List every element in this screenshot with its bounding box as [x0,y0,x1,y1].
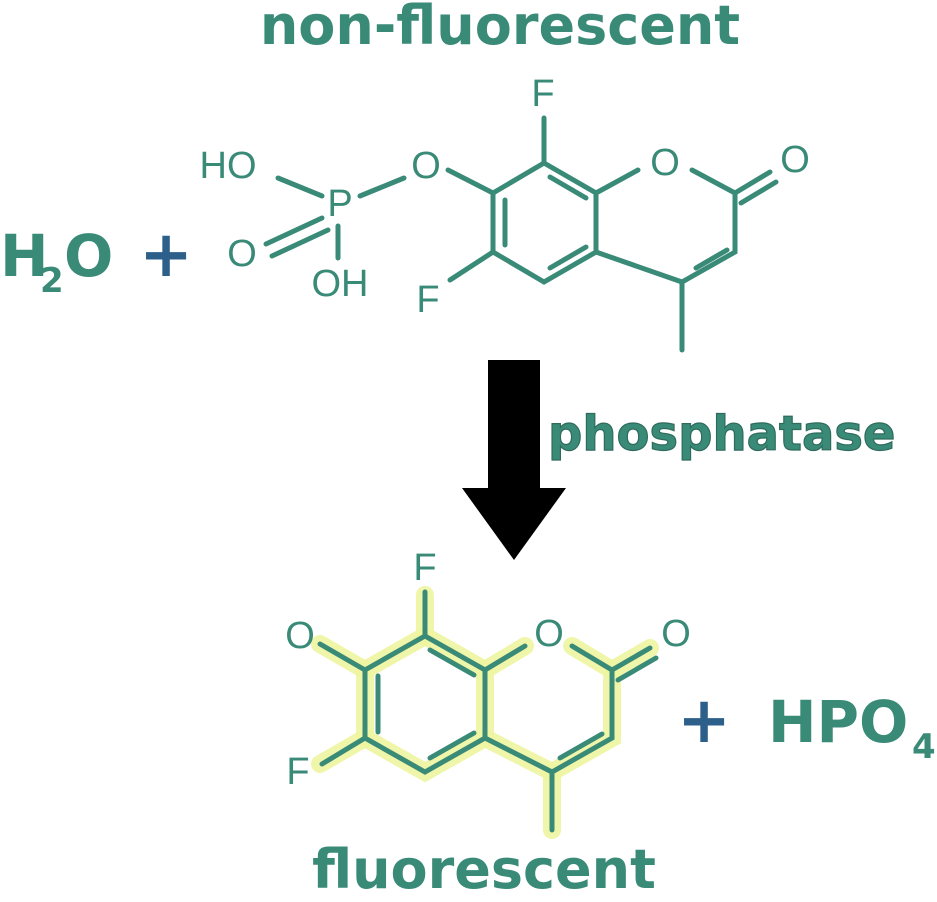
product-atom-o-carbonyl: O [661,613,691,655]
reactant-molecule: F O O O P HO OH O F [200,73,810,353]
plus-sign-right: + [677,684,731,758]
water-o: O [64,222,113,290]
product-atom-f-top: F [413,547,436,589]
atom-o-carbonyl: O [780,139,810,181]
phosphate-main: HPO [768,688,908,756]
phosphate-subscript: 4 [912,727,936,767]
atom-f-top: F [531,73,554,115]
water-reactant: H 2 O [0,222,113,301]
product-molecule: F O O O F [285,547,691,839]
atom-oh: OH [312,263,369,305]
product-atom-f-bottom: F [286,751,309,793]
atom-p: P [327,183,352,225]
plus-sign-left: + [139,218,193,292]
atom-ho: HO [200,145,257,187]
phosphate-product: HPO 4 [768,688,936,767]
atom-o-ring: O [650,142,680,184]
title-fluorescent: fluorescent [312,838,656,901]
atom-o-double: O [227,233,257,275]
atom-f-bottom: F [416,279,439,321]
atom-o-ester: O [411,145,441,187]
product-atom-o-ring: O [534,613,564,655]
water-subscript: 2 [40,261,64,301]
enzyme-label: phosphatase [548,406,895,462]
product-atom-o-phenol: O [285,615,315,657]
reaction-arrow [462,360,566,560]
title-non-fluorescent: non-fluorescent [260,0,740,57]
water-h: H [0,222,49,290]
